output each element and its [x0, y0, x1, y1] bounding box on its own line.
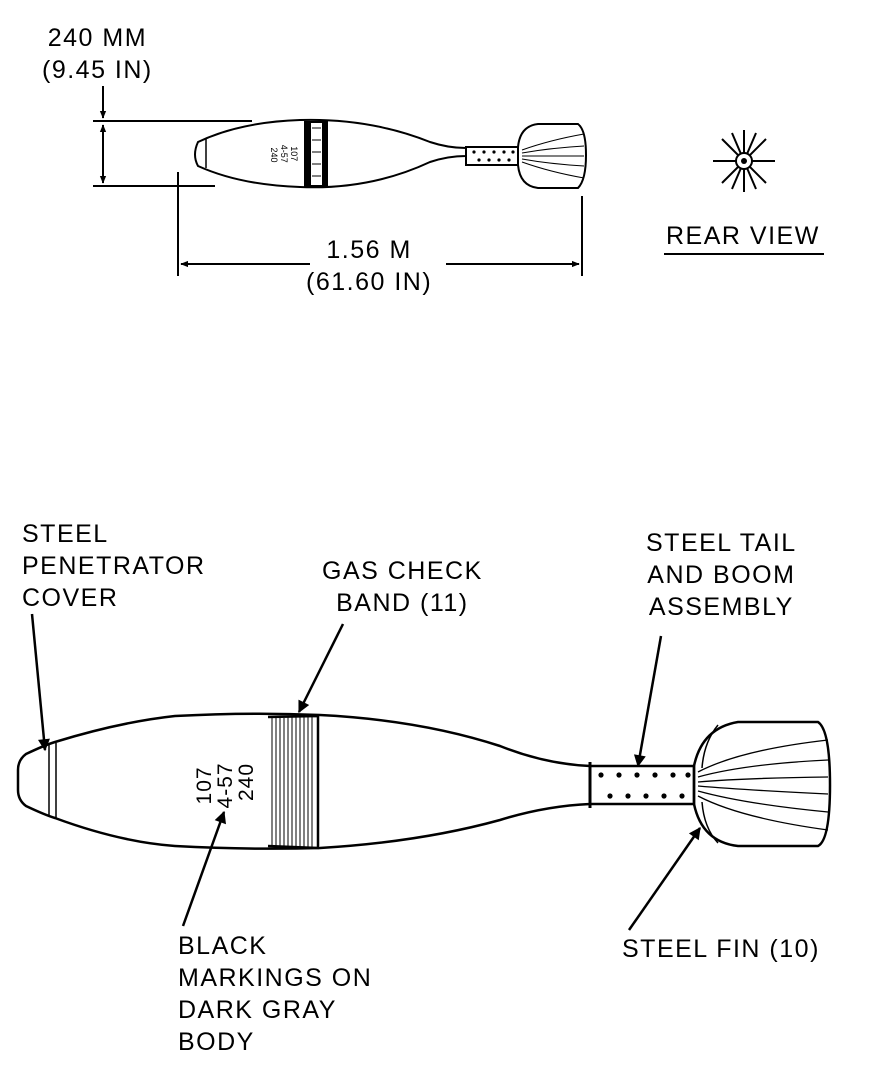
gas-check-band-leader — [297, 623, 345, 714]
rear-view-icon — [713, 130, 775, 192]
penetrator-cover-label: STEEL PENETRATOR COVER — [22, 520, 206, 612]
diameter-dimension — [93, 86, 252, 187]
leader-arrows — [30, 613, 702, 931]
fin-label: STEEL FIN (10) — [622, 935, 820, 963]
markings-label: BLACK MARKINGS ON DARK GRAY BODY — [178, 932, 373, 1056]
fin-leader — [627, 827, 702, 931]
top-boom-dots — [472, 150, 515, 162]
detail-projectile — [16, 712, 832, 850]
gas-check-band-label: GAS CHECK BAND (11) — [322, 557, 483, 617]
detail-body-marking: 107 4-57 240 — [193, 756, 258, 809]
detail-gas-check-band — [267, 714, 320, 850]
tail-boom-leader — [633, 635, 663, 768]
length-label: 1.56 M (61.60 IN) — [306, 234, 432, 298]
detail-tail-fins — [692, 720, 832, 848]
diameter-imperial: (9.45 IN) — [42, 56, 153, 84]
rear-view-label: REAR VIEW — [666, 222, 820, 250]
detail-boom-dots — [598, 772, 691, 799]
length-metric: 1.56 M — [326, 236, 412, 264]
top-tail-boom — [465, 146, 519, 166]
top-body-marking: 107 4-57 240 — [269, 145, 299, 166]
diameter-label: 240 MM (9.45 IN) — [42, 22, 153, 86]
length-dimension — [177, 172, 583, 276]
detail-tail-boom — [588, 764, 696, 806]
top-body-outline — [194, 118, 467, 189]
tail-boom-label: STEEL TAIL AND BOOM ASSEMBLY — [646, 529, 797, 621]
diameter-metric: 240 MM — [47, 24, 148, 52]
length-imperial: (61.60 IN) — [306, 268, 433, 296]
markings-leader — [181, 810, 226, 927]
top-tail-fins — [517, 123, 588, 189]
penetrator-cover-leader — [30, 613, 50, 752]
fin-lines — [697, 739, 829, 831]
gas-check-band-grooves — [271, 716, 313, 848]
top-projectile — [194, 118, 588, 189]
